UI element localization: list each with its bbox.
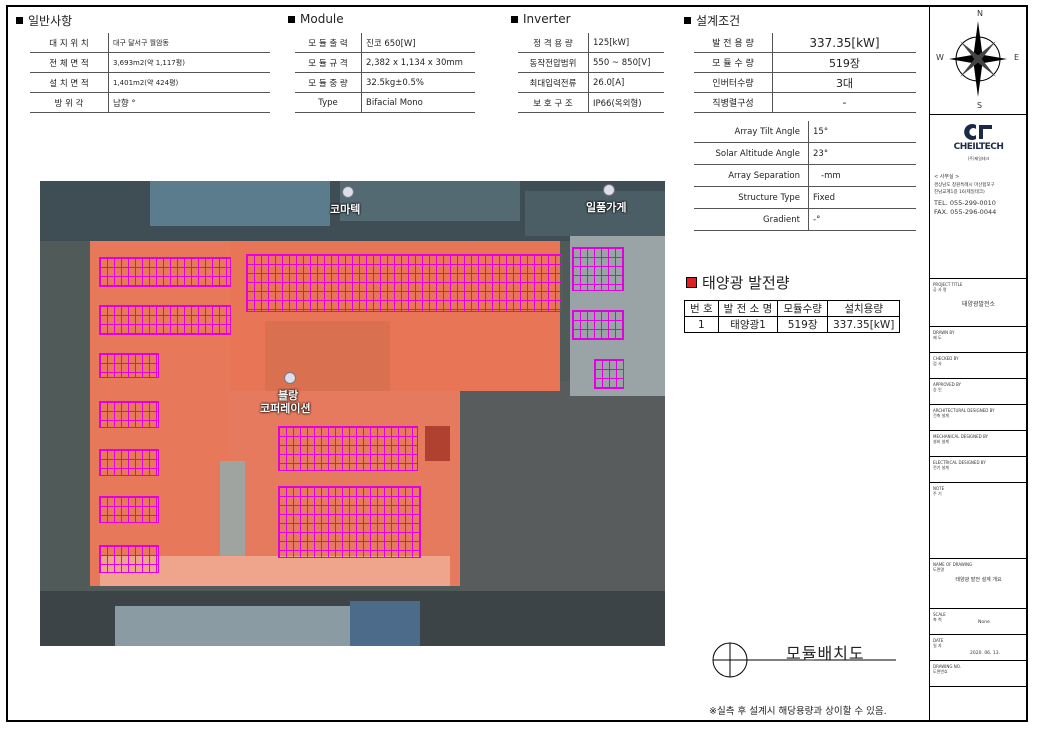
- map-label-komatech: 코마텍: [330, 203, 361, 216]
- cheiltech-logo-icon: [964, 124, 992, 140]
- compass-box: N S W E: [930, 7, 1027, 115]
- module-array: [99, 353, 159, 378]
- module-array: [246, 254, 562, 312]
- general-section-title: 일반사항: [16, 12, 72, 29]
- map-pin-icon: [284, 372, 296, 384]
- company-name: CHEILTECH: [953, 142, 1004, 152]
- design-section-title: 설계조건: [684, 12, 740, 29]
- project-title-label: PROJECT TITLE: [933, 282, 963, 287]
- module-array: [278, 426, 418, 471]
- company-tel: TEL. 055-299-0010: [934, 199, 996, 207]
- drawing-name-value: 태양광 발전 설계 개요: [955, 577, 1002, 583]
- module-array: [594, 359, 624, 389]
- project-title-kr: 공 사 명: [933, 287, 947, 292]
- company-sub: (주)제일테크: [967, 156, 990, 161]
- module-array: [99, 305, 231, 335]
- compass-rose-icon: [949, 21, 1007, 97]
- map-pin-icon: [603, 184, 615, 196]
- module-array: [278, 486, 421, 558]
- module-array: [572, 247, 624, 291]
- drawing-title: 모듈배치도: [786, 644, 865, 663]
- map-label-corporation: 코퍼레이션: [260, 402, 311, 415]
- drawing-number-box: DRAWING NO.도면번호: [930, 661, 1027, 687]
- module-array: [99, 496, 159, 523]
- address-line-1: 경상남도 창원특례시 마산합포구: [934, 183, 995, 188]
- section-marker-icon: [712, 642, 896, 678]
- compass-east: E: [1014, 53, 1020, 62]
- scale-value: None: [978, 620, 990, 625]
- compass-north: N: [977, 9, 983, 18]
- project-title-value: 태양광발전소: [961, 301, 996, 308]
- aerial-photo: 코마텍 일품가게 블랑 코퍼레이션: [40, 181, 665, 646]
- map-pin-icon: [342, 186, 354, 198]
- drawing-frame: [6, 5, 1028, 722]
- company-fax: FAX. 055-296-0044: [934, 208, 997, 216]
- module-array: [99, 545, 159, 573]
- module-section-title: Module: [288, 12, 344, 26]
- solar-section-title: 태양광 발전량: [686, 272, 790, 293]
- project-title-box: PROJECT TITLE 공 사 명 태양광발전소: [930, 279, 1027, 327]
- title-block: N S W E CHEILTECH (주)제일테크 < 사무실 > 경상남도 창…: [929, 7, 1027, 720]
- company-box: CHEILTECH (주)제일테크 < 사무실 > 경상남도 창원특례시 마산합…: [930, 115, 1027, 279]
- office-label: < 사무실 >: [934, 174, 960, 180]
- map-label-ilpum: 일품가게: [586, 201, 627, 214]
- compass-west: W: [936, 53, 944, 62]
- map-label-blang: 블랑: [278, 389, 299, 402]
- footnote: ※실측 후 설계시 해당용량과 상이할 수 있음.: [709, 706, 887, 717]
- compass-south: S: [977, 101, 983, 110]
- address-line-2: 진남교계1길 16(제일테크): [934, 190, 985, 195]
- module-array: [99, 449, 159, 476]
- module-array: [99, 401, 159, 428]
- inverter-section-title: Inverter: [511, 12, 571, 26]
- module-array: [99, 257, 231, 287]
- date-value: 2020. 06. 13.: [970, 651, 1001, 656]
- module-array: [572, 310, 624, 340]
